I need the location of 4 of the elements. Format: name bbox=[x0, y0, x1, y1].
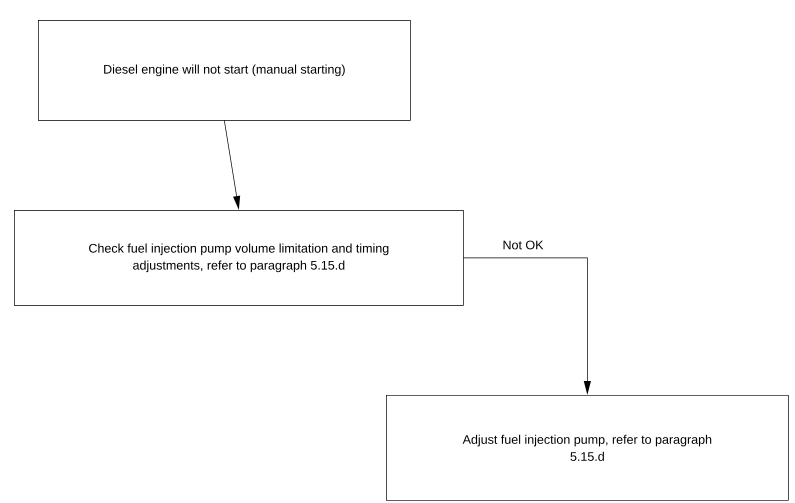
process-box: Adjust fuel injection pump, refer to paragraph 5.15.d bbox=[386, 394, 789, 501]
process-box: Diesel engine will not start (manual starting) bbox=[38, 20, 411, 121]
edge-label: Not OK bbox=[502, 240, 544, 250]
process-box: Check fuel injection pump volume limitation and timing adjustments, refer to paragraph 5.15.d bbox=[14, 210, 464, 306]
